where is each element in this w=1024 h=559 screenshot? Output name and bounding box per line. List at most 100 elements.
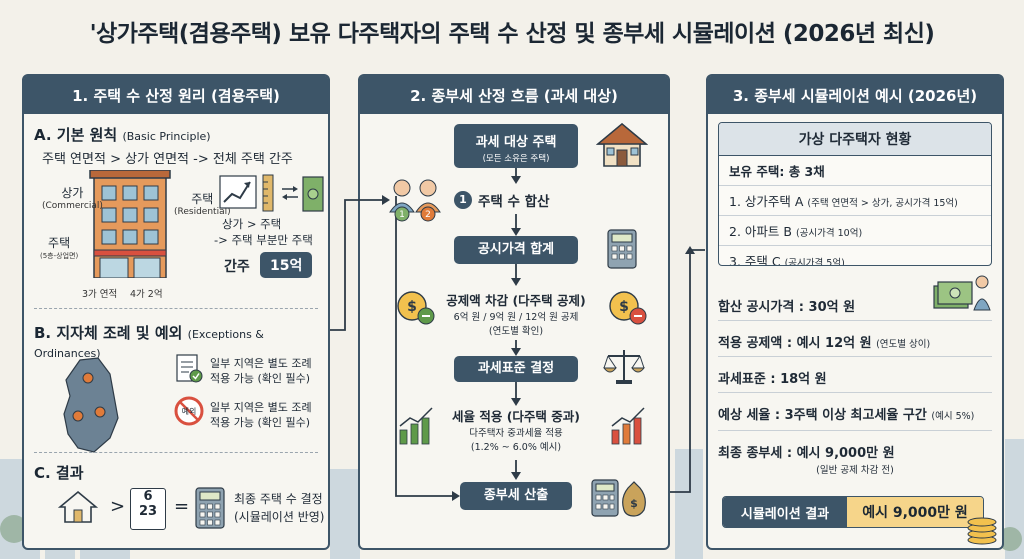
exception-icon-text: 예외 [182,406,197,416]
result-text: 최종 주택 수 결정 (시뮬레이션 반영) [234,490,324,526]
step-sum-housing: 1 주택 수 합산 [454,190,550,210]
house-icon [58,490,98,523]
equals-sign: = [174,496,190,517]
house-row-2: 2. 아파트 B (공시가격 10억) [719,216,991,246]
panel-simulation: 3. 종부세 시뮬레이션 예시 (2026년) 가상 다주택자 현황 보유 주택… [706,74,1004,550]
final-tax-row: 최종 종부세 : 예시 9,000만 원 [718,446,895,461]
label-house-text: 주택 [48,236,71,250]
label-commercial-text: 상가 [61,186,84,200]
final-tax-note: (일반 공제 차감 전) [816,465,894,476]
deemed-value-badge: 15억 [260,252,313,278]
panel-tax-flow: 2. 종부세 산정 흐름 (과세 대상) 과세 대상 주택 (모든 소유은 주택… [358,74,670,550]
bar-chart-up-icon [399,407,433,445]
rule-2 [718,356,992,357]
checklist-icon [176,354,203,383]
gt-arrow: > [110,496,126,517]
house3-label: 3. 주택 C [729,254,781,266]
house-row-1: 1. 상가주택 A (주택 연면적 > 상가, 공시가격 15억) [719,186,991,216]
section-divider-2 [34,452,318,453]
label-residential-en: (Residential) [174,207,231,217]
growth-chart-icon [219,175,257,209]
svg-text:$: $ [619,299,629,315]
step-total-price: 공시가격 합계 [454,236,578,264]
calculator-icon [195,487,225,529]
rule-1 [718,320,992,321]
owned-count: 보유 주택: 총 3채 [719,156,991,186]
section-divider-1 [34,308,318,309]
exception-note-1-line2: 적용 가능 (확인 필수) [210,372,311,385]
house-row-3: 3. 주택 C (공시가격 5억) [719,246,991,266]
label-house-sub: (5층-상업면) [40,252,79,260]
simulation-result-bar: 시뮬레이션 결과 예시 9,000만 원 [722,496,984,528]
tax-rate-row: 예상 세율 : 3주택 이상 최고세율 구간 (예시 5%) [718,404,992,423]
step6-line3: (1.2% ~ 6.0% 예시) [470,442,562,453]
count-top: 6 [143,489,153,504]
svg-text:$: $ [407,299,417,315]
exchange-arrows-icon [282,186,298,200]
section-a-title-text: A. 기본 원칙 [34,126,118,144]
people-owners-icon: 1 2 [389,179,441,222]
exception-note-2-line1: 일부 지역은 별도 조례 [210,401,312,414]
exception-note-1-line1: 일부 지역은 별도 조례 [210,357,312,370]
coin-minus-icon: $ [397,291,435,325]
result-line2: (시뮬레이션 반영) [234,510,325,524]
calculator-moneybag-icon: $ [591,479,646,517]
step1-label: 과세 대상 주택 [475,135,557,150]
rule2-line2: -> 주택 부분만 주택 [214,233,313,247]
area-left-label: 3가 연적 [82,289,118,300]
exception-note-2-line2: 적용 가능 (확인 필수) [210,416,311,429]
house2-note: (공시가격 10억) [795,228,863,239]
panel3-header: 3. 종부세 시뮬레이션 예시 (2026년) [708,76,1002,114]
count-box: 6 23 [130,488,166,530]
situation-box: 가상 다주택자 현황 보유 주택: 총 3채 1. 상가주택 A (주택 연면적… [718,122,992,266]
result-line1: 최종 주택 수 결정 [234,492,323,506]
step6-line1: 세율 적용 (다주택 중과) [452,409,580,424]
house-illustration-icon [596,122,648,167]
deduction-row: 적용 공제액 : 예시 12억 원 (연도별 상이) [718,332,992,351]
section-b-title-text: B. 지자체 조례 및 예외 [34,324,183,342]
basic-rule-text: 주택 연면적 > 상가 연면적 -> 전체 주택 간주 [42,152,293,167]
house2-label: 2. 아파트 B [729,224,792,239]
tax-base-row: 과세표준 : 18억 원 [718,372,827,387]
step2-label: 주택 수 합산 [478,194,550,210]
panel2-header: 2. 종부세 산정 흐름 (과세 대상) [360,76,668,114]
page-title: '상가주택(겸용주택) 보유 다주택자의 주택 수 산정 및 종부세 시뮬레이션… [89,21,935,47]
house1-note: (주택 연면적 > 상가, 공시가격 15억) [807,198,958,209]
step4-line3: (연도별 확인) [488,326,544,337]
house1-label: 1. 상가주택 A [729,194,804,209]
section-a-title: A. 기본 원칙 (Basic Principle) [34,124,211,145]
step6-line2: 다주택자 중과세율 적용 [469,428,563,439]
coin-stack-icon [967,517,997,545]
svg-text:$: $ [630,497,638,510]
section-b-title: B. 지자체 조례 및 예외 (Exceptions & Ordinances) [34,322,328,361]
step-tax-base: 과세표준 결정 [454,356,578,382]
label-residential-text: 주택 [191,192,214,206]
panel1-header: 1. 주택 수 산정 원리 (겸용주택) [24,76,328,114]
label-house: 주택 (5층-상업면) [40,234,78,261]
banknote-icon [302,176,324,212]
section-b-title-en: (Exceptions & Ordinances) [34,328,264,360]
tax-rate-note: (예시 5%) [931,411,975,422]
rule2-line1: 상가 > 주택 [222,217,282,231]
exception-note-1: 일부 지역은 별도 조례 적용 가능 (확인 필수) [210,356,312,386]
exception-prohibit-icon: 예외 [174,396,204,426]
section-c-title: C. 결과 [34,464,84,482]
scales-icon [602,350,646,384]
calculator-icon-2 [607,229,637,269]
step1-sub: (모든 소유은 주택) [482,154,550,164]
step-deduction: 공제액 차감 (다주택 공제) 6억 원 / 9억 원 / 12억 원 공제 (… [436,290,596,337]
step-tax-rate: 세율 적용 (다주택 중과) 다주택자 중과세율 적용 (1.2% ~ 6.0%… [438,406,594,453]
flow-arrows [395,168,521,501]
result-label: 시뮬레이션 결과 [723,497,847,527]
step4-line1: 공제액 차감 (다주택 공제) [446,293,586,308]
mixed-use-building-icon [89,170,171,278]
deemed-label: 간주 [224,259,250,275]
deduction-text: 적용 공제액 : 예시 12억 원 [718,336,872,351]
section-a-title-en: (Basic Principle) [122,130,211,143]
area-right-label: 4가 2억 [130,289,163,300]
step-final-tax: 종부세 산출 [460,482,572,510]
korea-map-icon [63,357,119,453]
label-commercial-en: (Commercial) [42,201,103,211]
person-1-number: 1 [399,210,405,220]
rule-4 [718,430,992,431]
